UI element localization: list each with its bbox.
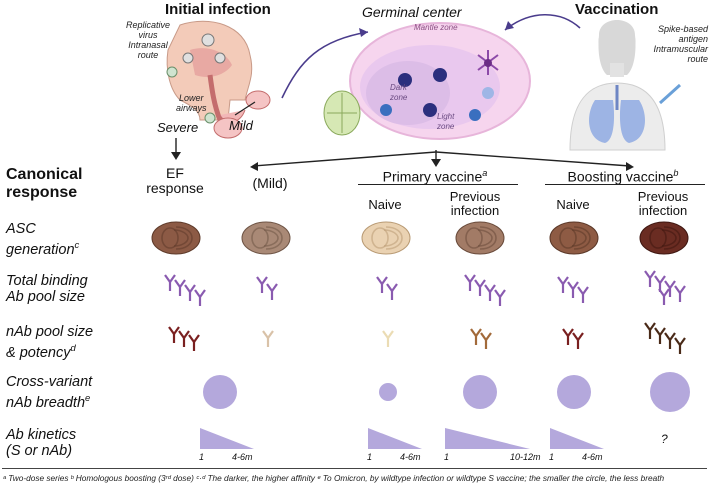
kinetics-primary-previous — [445, 428, 530, 449]
lower-airways-label: Lower airways — [176, 93, 207, 113]
tick-bp-unknown: ? — [661, 432, 668, 446]
row-cross-variant: Cross-variant nAb breadthe — [6, 374, 93, 411]
vaccination-route-label: Spike-based antigen Intramuscular route — [653, 24, 708, 64]
footnote: ᵃ Two-dose series ᵇ Homologous boosting … — [3, 473, 665, 483]
gc-arrows — [281, 13, 581, 99]
canonical-response-label: Canonical response — [6, 166, 83, 201]
asc-boost-naive — [549, 221, 599, 255]
binding-primary-previous — [463, 273, 507, 308]
cross-variant-circles — [203, 372, 690, 412]
mantle-zone-label: Mantle zone — [414, 23, 458, 32]
initial-infection-title: Initial infection — [165, 1, 271, 18]
row-nab-pool: nAb pool size & potencyd — [6, 324, 94, 361]
antibody-icons — [163, 269, 687, 356]
primary-divider — [358, 184, 518, 185]
binding-ef — [163, 273, 207, 308]
germinal-center-illustration — [323, 22, 531, 140]
footnote-divider — [2, 468, 707, 469]
asc-primary-naive — [361, 221, 411, 255]
tick-pn-end: 4-6m — [400, 452, 421, 462]
asc-cells — [151, 221, 689, 255]
col-primary-naive: Naive — [368, 197, 402, 212]
nab-ef — [167, 325, 201, 353]
mild-label: Mild — [229, 118, 253, 133]
tick-pn-start: 1 — [367, 452, 373, 462]
col-ef-response: EF response — [146, 165, 204, 196]
tick-ef-end: 4-6m — [232, 452, 253, 462]
row-total-binding: Total binding Ab pool size — [6, 273, 88, 305]
binding-boost-previous — [643, 269, 687, 307]
nab-mild — [261, 329, 275, 349]
binding-mild — [255, 275, 279, 302]
vaccination-title: Vaccination — [575, 1, 659, 18]
col-boost-naive: Naive — [556, 197, 590, 212]
tick-bn-end: 4-6m — [582, 452, 603, 462]
tick-ef-start: 1 — [199, 452, 205, 462]
nab-primary-naive — [381, 329, 395, 349]
tick-pp-end: 10-12m — [510, 452, 541, 462]
boosting-divider — [545, 184, 705, 185]
row-asc-generation: ASC generationc — [6, 221, 80, 258]
breadth-boost-previous — [650, 372, 690, 412]
germinal-center-title: Germinal center — [362, 4, 462, 20]
col-boosting-vaccine: Boosting vaccineb — [567, 168, 679, 185]
col-mild: (Mild) — [252, 175, 288, 191]
binding-boost-naive — [556, 275, 590, 305]
kinetics-triangles — [200, 428, 604, 449]
tick-bn-start: 1 — [549, 452, 555, 462]
binding-primary-naive — [375, 275, 399, 302]
asc-mild — [241, 221, 291, 255]
breadth-primary-previous — [463, 375, 497, 409]
respiratory-illustration — [166, 20, 271, 139]
nab-boost-naive — [561, 327, 585, 351]
row-ab-kinetics: Ab kinetics (S or nAb) — [6, 427, 77, 459]
asc-primary-previous — [455, 221, 505, 255]
flow-arrows — [171, 138, 634, 171]
asc-ef — [151, 221, 201, 255]
nab-boost-previous — [643, 321, 687, 356]
kinetics-boost-naive — [550, 428, 604, 449]
breadth-boost-naive — [557, 375, 591, 409]
severe-label: Severe — [157, 120, 199, 135]
kinetics-ef — [200, 428, 254, 449]
col-primary-vaccine: Primary vaccinea — [382, 168, 488, 185]
asc-boost-previous — [639, 221, 689, 255]
nab-primary-previous — [469, 327, 493, 351]
breadth-mild — [203, 375, 237, 409]
vaccinated-person-illustration — [569, 20, 682, 151]
tick-pp-start: 1 — [444, 452, 450, 462]
breadth-primary-naive — [379, 383, 397, 401]
replicative-virus-label: Replicative virus Intranasal route — [125, 20, 171, 60]
kinetics-primary-naive — [368, 428, 422, 449]
